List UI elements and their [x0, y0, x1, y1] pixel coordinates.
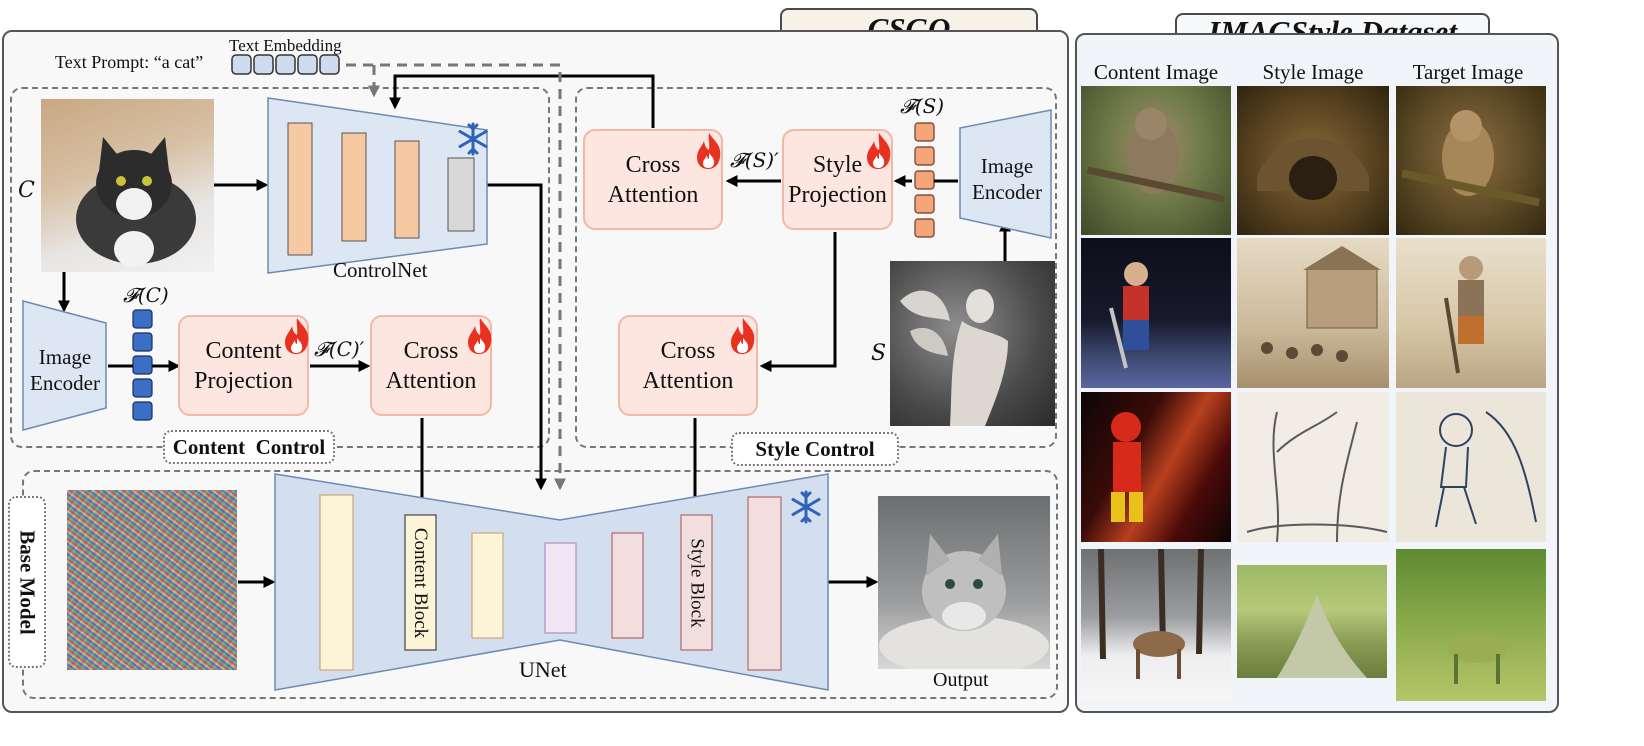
dataset-style-image: [1237, 238, 1389, 388]
style-block-label: Style Block: [686, 537, 708, 628]
unet-layer-1: [319, 494, 354, 671]
controlnet-layer-3: [394, 140, 420, 239]
output-label: Output: [933, 669, 989, 691]
dataset-target-image: [1396, 86, 1546, 235]
dataset-style-image: [1237, 392, 1389, 542]
style-sculpture-image: [890, 261, 1055, 426]
style-encoder-shape: [959, 109, 1052, 239]
dataset-content-image: [1081, 549, 1231, 701]
unet-label: UNet: [519, 657, 567, 682]
controlnet-shape: [267, 97, 488, 274]
style-control-tag: Style Control: [731, 432, 899, 466]
controlnet-label: ControlNet: [333, 258, 428, 282]
content-control-tag: Content Control: [163, 430, 335, 464]
arrow-styleproj-to-bottomcross: [759, 232, 837, 372]
dataset-style-image: [1237, 565, 1387, 678]
dataset-content-image: [1081, 392, 1231, 542]
style-encoder-label: Image Encoder: [972, 154, 1042, 204]
content-encoder-shape: [22, 300, 107, 431]
fire-icon: [867, 133, 891, 169]
content-encoder-label: Image Encoder: [30, 345, 100, 395]
controlnet-layer-1: [287, 122, 313, 256]
dataset-target-image: [1396, 392, 1546, 542]
fire-icon: [731, 318, 755, 354]
text-prompt-label: Text Prompt: “a cat”: [55, 52, 204, 72]
content-block-label: Content Block: [410, 527, 432, 638]
style-feature-label: 𝓕(S): [900, 94, 945, 118]
dataset-content-image: [1081, 238, 1231, 388]
dataset-target-image: [1396, 238, 1546, 388]
controlnet-layer-2: [341, 132, 367, 242]
column-header-style: Style Image: [1262, 60, 1364, 84]
arrow-text-embedding-to-controlnet: [346, 63, 566, 491]
content-cat-image: [41, 99, 214, 272]
dataset-style-image: [1237, 86, 1389, 235]
unet-layer-5: [611, 532, 644, 639]
unet-layer-3: [471, 532, 504, 639]
style-s-label: S: [871, 341, 887, 366]
column-header-target: Target Image: [1412, 60, 1524, 84]
output-cat-image: [878, 496, 1050, 669]
arrow-controlnet-to-unet: [486, 183, 547, 491]
content-c-label: C: [18, 178, 35, 203]
controlnet-layer-4: [447, 157, 475, 232]
dataset-target-image: [1396, 549, 1546, 701]
base-model-tag: Base Model: [8, 496, 46, 668]
style-feature-tokens: [914, 122, 935, 238]
unet-layer-7: [747, 496, 782, 671]
fire-icon: [697, 133, 721, 169]
unet-content-block-rect: [404, 514, 437, 651]
content-feature-tokens: [132, 309, 153, 421]
column-header-content: Content Image: [1093, 60, 1219, 84]
text-embedding-tokens: [231, 54, 340, 75]
content-feature-label: 𝓕(C): [123, 283, 169, 307]
text-embedding-label: Text Embedding: [229, 36, 342, 55]
unet-style-block-rect: [680, 514, 713, 651]
fire-icon: [468, 318, 492, 354]
arrow-stylecross-to-controlnet: [389, 74, 655, 128]
content-feature-prime-label: 𝓕(C)′: [314, 337, 365, 361]
snowflake-icon: [791, 490, 821, 524]
fire-icon: [285, 318, 309, 354]
unet-layer-4: [544, 542, 577, 634]
snowflake-icon: [458, 122, 488, 156]
style-feature-prime-label: 𝓕(S)′: [730, 148, 779, 172]
dataset-content-image: [1081, 86, 1231, 235]
noise-latent-image: [67, 490, 237, 670]
